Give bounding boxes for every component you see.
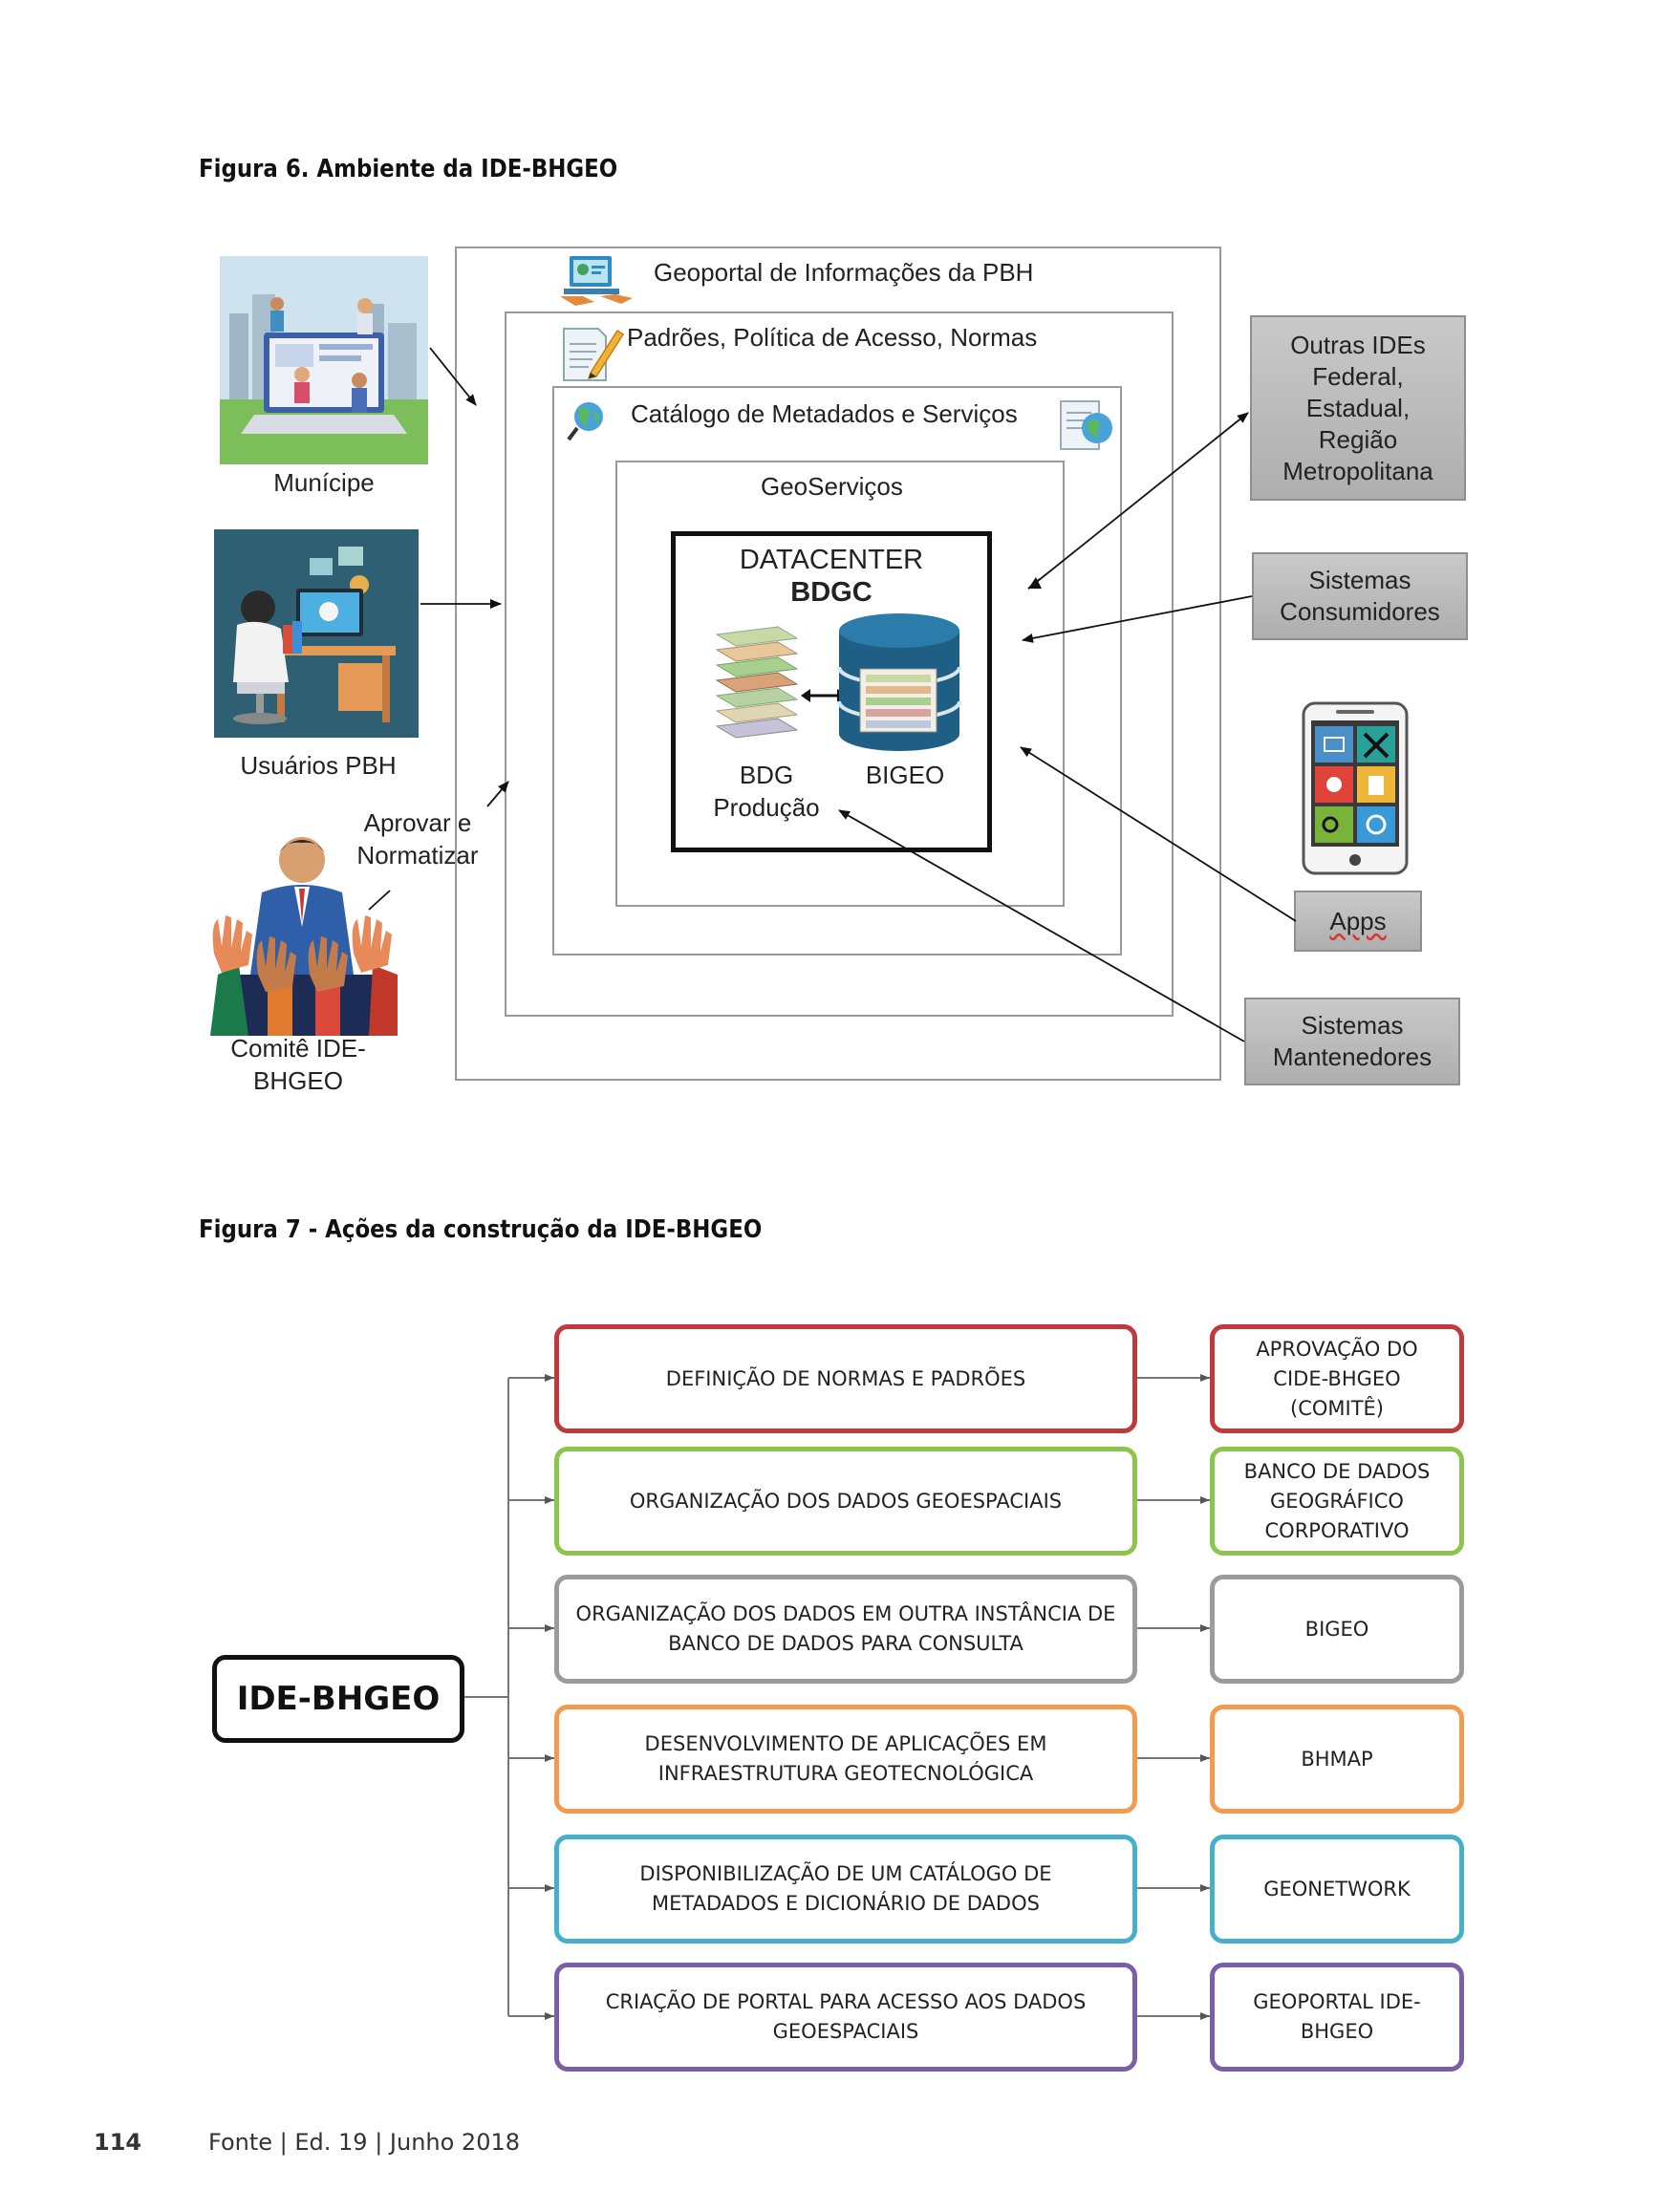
sistemas-consumidores-line: Consumidores <box>1280 597 1440 626</box>
geoportal-label: Geoportal de Informações da PBH <box>654 258 1034 287</box>
comite-label-line1: Comitê IDE- <box>230 1034 366 1063</box>
padroes-frame <box>505 311 1174 1017</box>
geoservicos-label: GeoServiços <box>761 472 903 501</box>
action-box: DISPONIBILIZAÇÃO DE UM CATÁLOGO DE METAD… <box>554 1835 1137 1944</box>
globe-document-icon <box>1057 396 1116 453</box>
map-layers-icon <box>709 621 803 743</box>
outras-ides-line: Metropolitana <box>1282 456 1433 485</box>
comite-label-line2: BHGEO <box>253 1066 343 1095</box>
document-pencil-icon <box>558 323 627 384</box>
sistemas-mantenedores-line: Mantenedores <box>1272 1042 1433 1071</box>
result-box: BANCO DE DADOS GEOGRÁFICO CORPORATIVO <box>1210 1447 1464 1556</box>
outras-ides-line: Estadual, <box>1305 393 1411 422</box>
geoportal-frame <box>455 247 1221 1081</box>
sistemas-consumidores-box: Sistemas Consumidores <box>1252 552 1468 640</box>
padroes-label: Padrões, Política de Acesso, Normas <box>627 323 1038 352</box>
page-number: 114 <box>94 2129 142 2156</box>
aprovar-label-line1: Aprovar e <box>363 808 472 837</box>
sistemas-consumidores-line: Sistemas <box>1308 566 1411 594</box>
ide-bhgeo-root-box: IDE-BHGEO <box>212 1655 464 1743</box>
database-icon <box>837 612 961 753</box>
result-box: APROVAÇÃO DO CIDE-BHGEO (COMITÊ) <box>1210 1324 1464 1433</box>
catalogo-label: Catálogo de Metadados e Serviços <box>631 399 1018 428</box>
action-box: DEFINIÇÃO DE NORMAS E PADRÕES <box>554 1324 1137 1433</box>
figure-7-connectors <box>463 1374 1210 2020</box>
result-box: GEONETWORK <box>1210 1835 1464 1944</box>
publication-info: Fonte | Ed. 19 | Junho 2018 <box>208 2129 521 2156</box>
action-box: DESENVOLVIMENTO DE APLICAÇÕES EM INFRAES… <box>554 1705 1137 1814</box>
datacenter-label: DATACENTER <box>739 545 924 575</box>
bdgc-label: BDGC <box>790 577 873 608</box>
municipe-illustration <box>220 256 428 464</box>
outras-ides-line: Federal, <box>1312 361 1404 391</box>
globe-search-icon <box>566 399 608 447</box>
usuarios-illustration <box>214 529 419 738</box>
figure-6-arrows <box>368 347 1297 1042</box>
usuarios-label: Usuários PBH <box>240 751 397 780</box>
producao-label: Produção <box>713 793 820 822</box>
action-box: CRIAÇÃO DE PORTAL PARA ACESSO AOS DADOS … <box>554 1963 1137 2072</box>
apps-box: Apps <box>1294 891 1422 952</box>
outras-ides-box: Outras IDEs Federal, Estadual, Região Me… <box>1250 315 1466 501</box>
result-box: BHMAP <box>1210 1705 1464 1814</box>
action-box: ORGANIZAÇÃO DOS DADOS GEOESPACIAIS <box>554 1447 1137 1556</box>
figure-6-title: Figura 6. Ambiente da IDE-BHGEO <box>199 155 618 183</box>
smartphone-icon <box>1302 701 1409 875</box>
bdg-label: BDG <box>739 761 794 789</box>
geoservicos-frame <box>615 461 1065 907</box>
comite-illustration <box>210 831 398 1036</box>
aprovar-label-line2: Normatizar <box>356 841 479 870</box>
catalogo-frame <box>552 386 1122 956</box>
action-box: ORGANIZAÇÃO DOS DADOS EM OUTRA INSTÂNCIA… <box>554 1575 1137 1684</box>
computer-icon <box>560 252 633 310</box>
outras-ides-line: Outras IDEs <box>1290 330 1426 359</box>
figure-7-title: Figura 7 - Ações da construção da IDE-BH… <box>199 1215 763 1244</box>
apps-label: Apps <box>1329 906 1387 935</box>
bigeo-label: BIGEO <box>865 761 945 789</box>
sistemas-mantenedores-box: Sistemas Mantenedores <box>1244 998 1460 1085</box>
result-box: GEOPORTAL IDE-BHGEO <box>1210 1963 1464 2072</box>
result-box: BIGEO <box>1210 1575 1464 1684</box>
outras-ides-line: Região <box>1318 424 1398 454</box>
municipe-label: Munícipe <box>273 468 375 497</box>
sistemas-mantenedores-line: Sistemas <box>1301 1011 1404 1040</box>
